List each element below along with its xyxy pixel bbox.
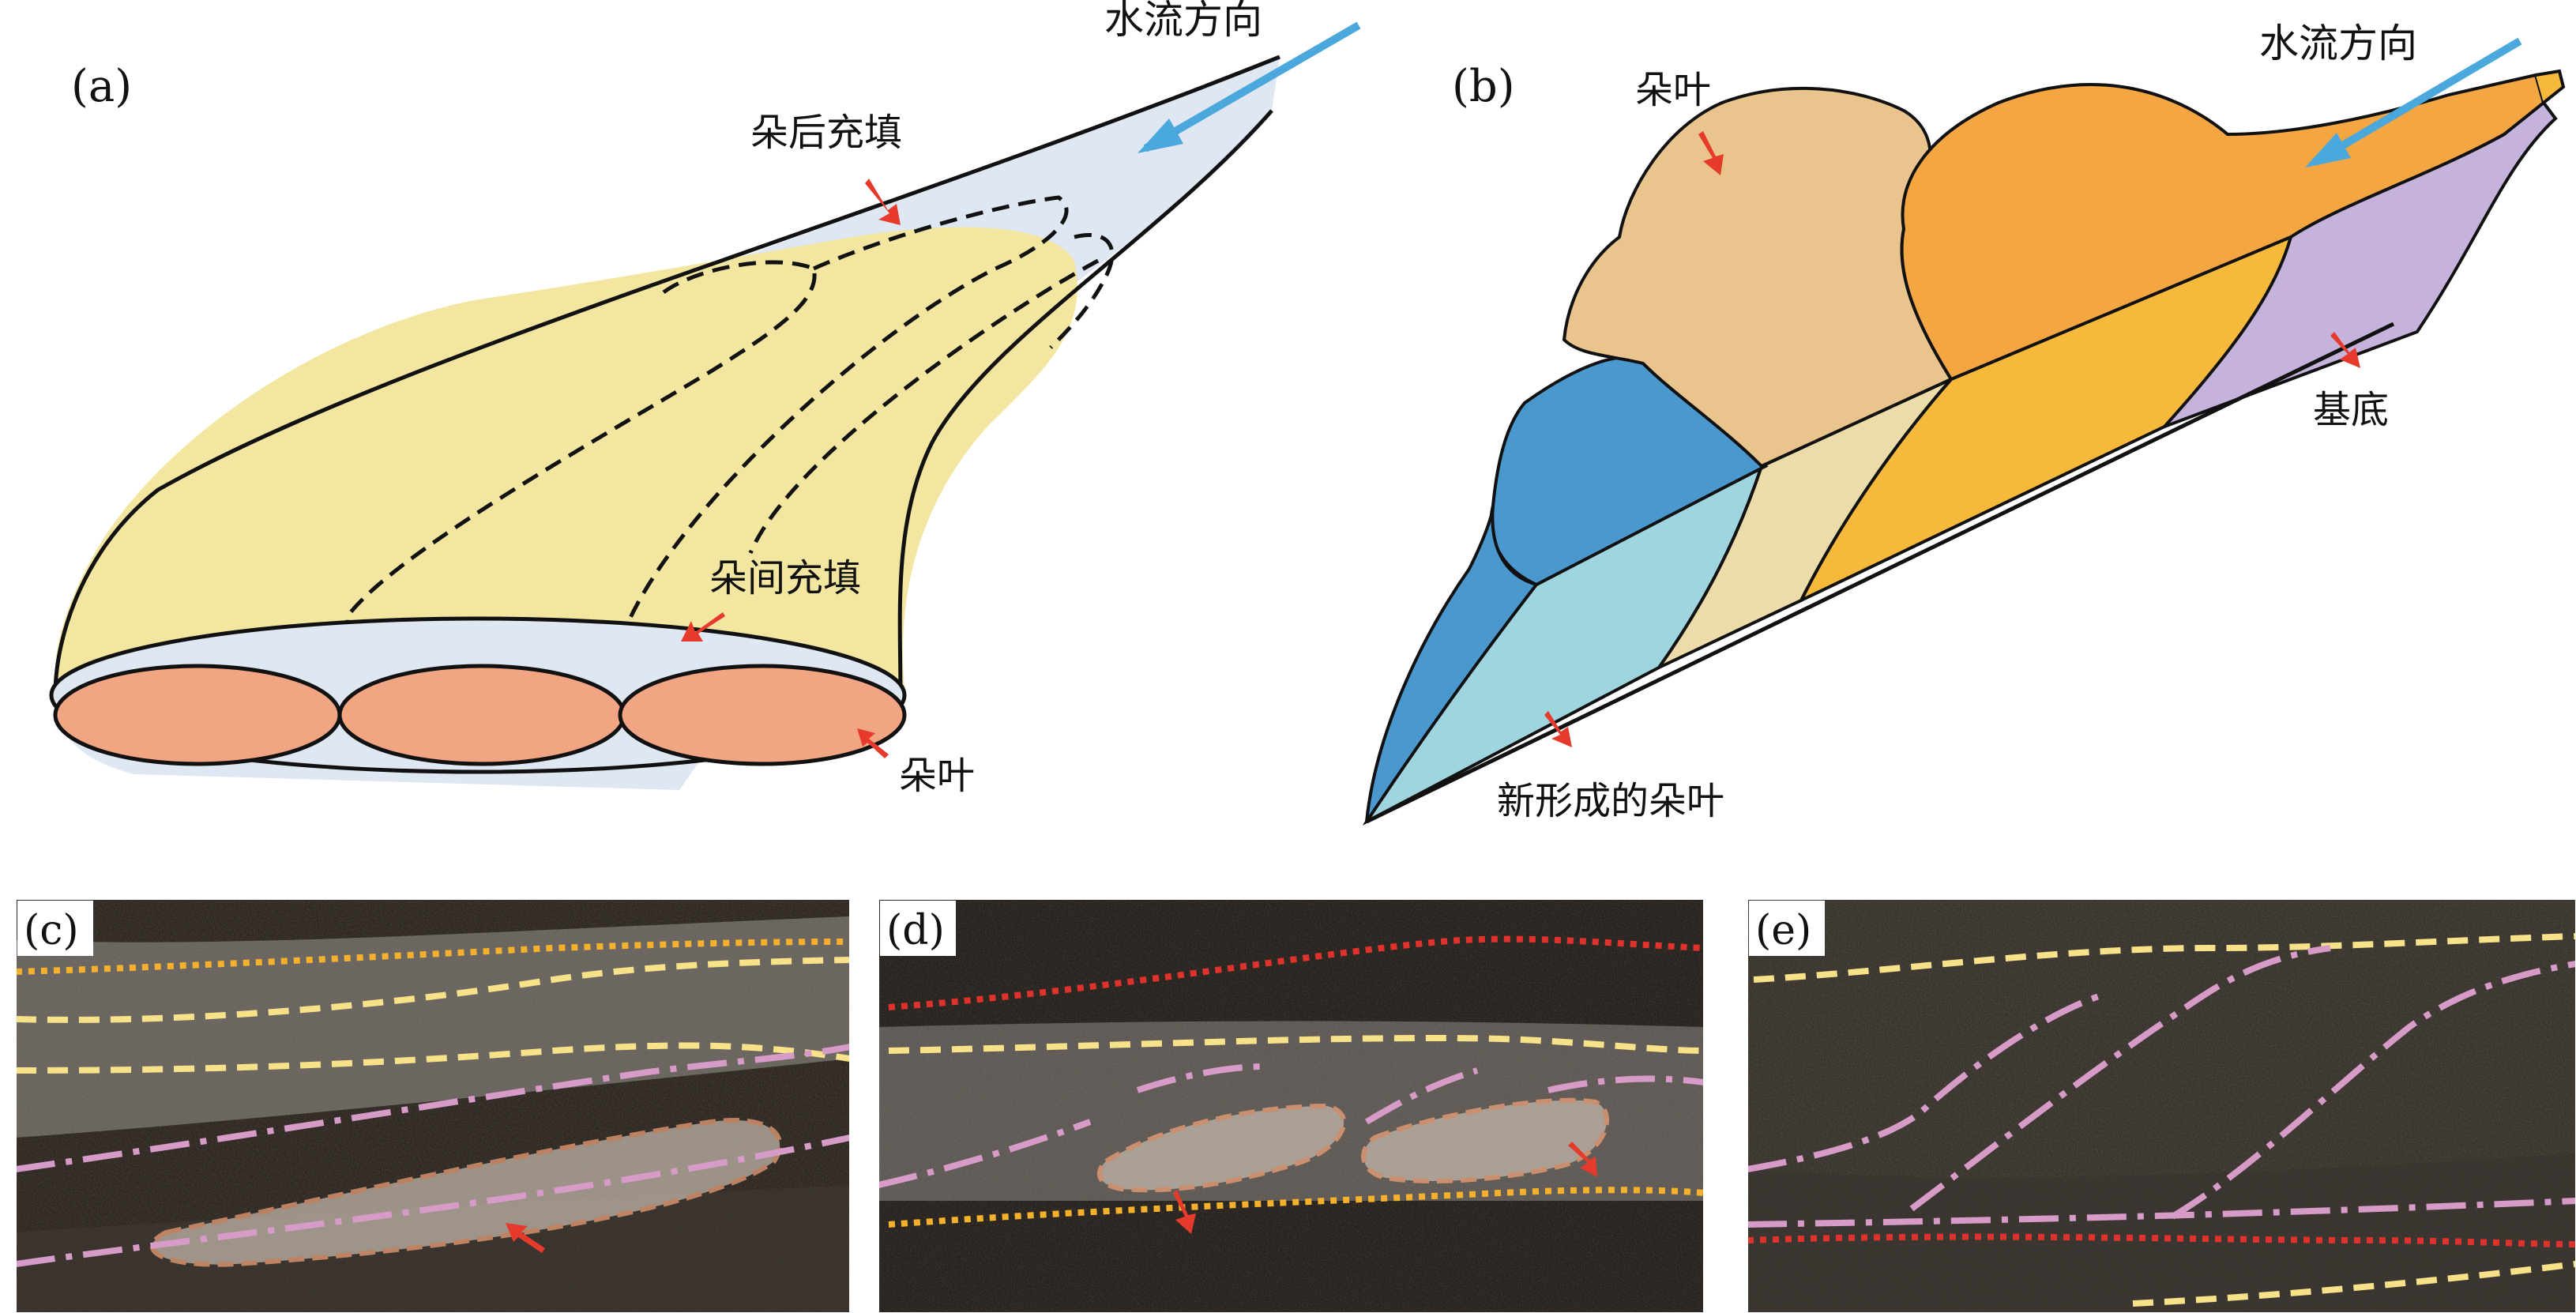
dashed-fill-boundaries bbox=[345, 195, 1115, 688]
panel-c-letter: (c) bbox=[24, 907, 79, 954]
lens-d-1 bbox=[1096, 1103, 1347, 1193]
pointer-new-lobe bbox=[1544, 711, 1572, 747]
fan-body bbox=[55, 227, 1077, 695]
flow-arrow-b bbox=[2312, 37, 2522, 166]
boundary-lines-d bbox=[878, 935, 1704, 1228]
lobe-label-b: 朵叶 bbox=[1635, 68, 1711, 112]
lobe-proximal-orange bbox=[1900, 73, 2546, 382]
panel-b-letter: (b) bbox=[1452, 61, 1515, 112]
flow-arrow-b-head bbox=[2305, 133, 2351, 167]
lobe-2 bbox=[337, 664, 626, 766]
pointer-c bbox=[506, 1223, 545, 1253]
inter-fill-label: 朵间充填 bbox=[709, 556, 861, 600]
pointer-inter-fill bbox=[681, 612, 725, 641]
pointer-back-fill bbox=[865, 179, 901, 225]
photo-e-dark-band bbox=[1747, 1153, 2576, 1313]
lobe-label-a: 朵叶 bbox=[899, 754, 975, 798]
pointer-lobe-a bbox=[857, 728, 889, 758]
flow-arrow-a bbox=[1143, 21, 1361, 152]
panel-a-letter: (a) bbox=[71, 61, 132, 112]
new-lobe-side bbox=[1365, 505, 1540, 823]
flow-direction-label-b: 水流方向 bbox=[2259, 21, 2417, 66]
panel-e: (e) bbox=[1747, 899, 2576, 1313]
pointer-lobe-b bbox=[1698, 131, 1724, 175]
pointer-d-2 bbox=[1568, 1142, 1597, 1177]
boundary-lines-c bbox=[16, 939, 850, 1267]
ridge-lines bbox=[2535, 69, 2566, 104]
flow-arrow-a-head bbox=[1138, 119, 1183, 153]
photo-c-dark-base bbox=[16, 1185, 850, 1313]
photo-c-frame bbox=[15, 898, 851, 1313]
panel-e-letter-box bbox=[1749, 901, 1825, 956]
panel-c: (c) bbox=[16, 899, 850, 1313]
panel-d-letter-box bbox=[880, 901, 956, 956]
basement-label: 基底 bbox=[2313, 388, 2389, 432]
fan-outline-bottom bbox=[897, 109, 1273, 696]
photo-c-light-band bbox=[16, 916, 850, 1138]
pointer-d-1 bbox=[1173, 1190, 1196, 1234]
panel-d-letter: (d) bbox=[886, 907, 945, 954]
new-lobe-label: 新形成的朵叶 bbox=[1497, 779, 1724, 823]
boundary-lines-e bbox=[1747, 933, 2576, 1307]
panel-b: (b) 水流方向 朵叶 基底 新形成的朵叶 bbox=[1362, 21, 2566, 826]
photo-e-frame bbox=[1747, 898, 2576, 1313]
fan-outline-top bbox=[53, 55, 1280, 696]
lens-d-2 bbox=[1361, 1097, 1610, 1183]
panel-c-letter-box bbox=[17, 901, 93, 956]
back-fill-label: 朵后充填 bbox=[750, 111, 902, 155]
lobe-1 bbox=[53, 664, 342, 766]
flow-direction-label-a: 水流方向 bbox=[1104, 0, 1262, 43]
panel-d: (d) bbox=[878, 899, 1704, 1313]
base-line bbox=[1365, 322, 2395, 824]
lobe-3 bbox=[618, 664, 907, 766]
pointer-basement bbox=[2330, 332, 2360, 368]
photo-d-frame bbox=[878, 898, 1705, 1313]
panel-a: (a) 水流方向 朵后充填 朵间充填 朵叶 bbox=[49, 0, 1361, 798]
panel-e-letter: (e) bbox=[1755, 907, 1811, 954]
